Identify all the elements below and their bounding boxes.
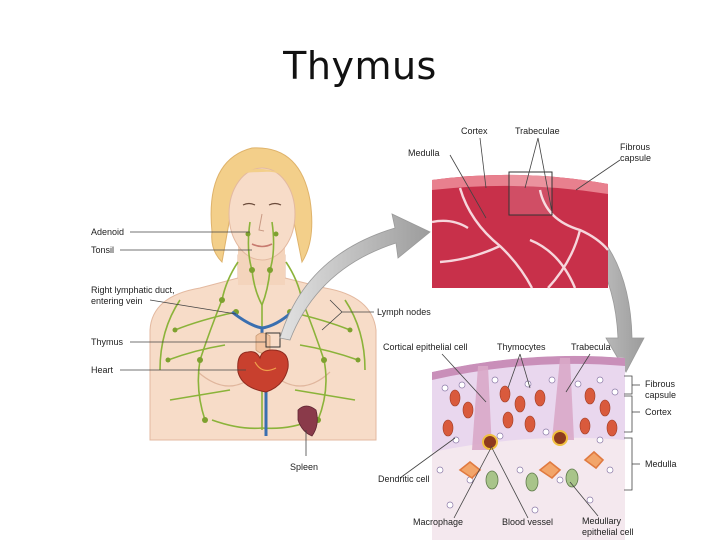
label-fibrous-capsule-lobule-2: capsule bbox=[645, 390, 676, 400]
label-medulla-lobule: Medulla bbox=[645, 459, 677, 469]
micrograph-callout-box bbox=[508, 171, 553, 216]
label-spleen: Spleen bbox=[290, 462, 318, 472]
dendritic-cells bbox=[458, 450, 605, 480]
micrograph-trabeculae bbox=[431, 187, 609, 289]
lymph-node-dots bbox=[165, 231, 361, 423]
label-thymus: Thymus bbox=[91, 337, 124, 347]
label-cortex-lobule: Cortex bbox=[645, 407, 672, 417]
label-dendritic-cell: Dendritic cell bbox=[378, 474, 430, 484]
label-trabecula: Trabecula bbox=[571, 342, 611, 352]
label-medulla-micrograph: Medulla bbox=[408, 148, 440, 158]
label-thymocytes: Thymocytes bbox=[497, 342, 546, 352]
label-heart: Heart bbox=[91, 365, 114, 375]
label-cortex-micrograph: Cortex bbox=[461, 126, 488, 136]
thymocyte-cells bbox=[442, 385, 618, 437]
medullary-epithelial-cells bbox=[485, 468, 579, 492]
label-fibrous-capsule-micrograph: Fibrous bbox=[620, 142, 651, 152]
label-right-lymphatic-duct-2: entering vein bbox=[91, 296, 143, 306]
label-fibrous-capsule-lobule: Fibrous bbox=[645, 379, 676, 389]
spleen-organ bbox=[297, 405, 318, 437]
thymus-callout-box bbox=[265, 332, 281, 348]
arrow-body-to-micrograph bbox=[279, 213, 431, 341]
micrograph-leader-lines bbox=[449, 137, 621, 219]
label-tonsil: Tonsil bbox=[91, 245, 114, 255]
slide-title: Thymus bbox=[283, 44, 437, 88]
label-cortical-epithelial-cell: Cortical epithelial cell bbox=[383, 342, 468, 352]
label-lymph-nodes: Lymph nodes bbox=[377, 307, 431, 317]
label-adenoid: Adenoid bbox=[91, 227, 124, 237]
label-medullary-epithelial-cell-2: epithelial cell bbox=[582, 527, 634, 537]
label-medullary-epithelial-cell: Medullary bbox=[582, 516, 622, 526]
micrograph-tissue bbox=[432, 174, 608, 288]
body-leader-lines bbox=[120, 231, 374, 456]
heart-organ bbox=[237, 349, 289, 393]
lobule-trabeculae bbox=[472, 358, 574, 450]
label-trabeculae: Trabeculae bbox=[515, 126, 560, 136]
thymic-lobule bbox=[432, 355, 625, 540]
label-right-lymphatic-duct: Right lymphatic duct, bbox=[91, 285, 175, 295]
lobule-leader-lines bbox=[399, 353, 640, 519]
label-fibrous-capsule-micrograph-2: capsule bbox=[620, 153, 651, 163]
label-macrophage: Macrophage bbox=[413, 517, 463, 527]
label-blood-vessel: Blood vessel bbox=[502, 517, 553, 527]
micrograph bbox=[431, 171, 609, 289]
hair bbox=[210, 147, 313, 264]
body-illustration bbox=[149, 147, 377, 441]
